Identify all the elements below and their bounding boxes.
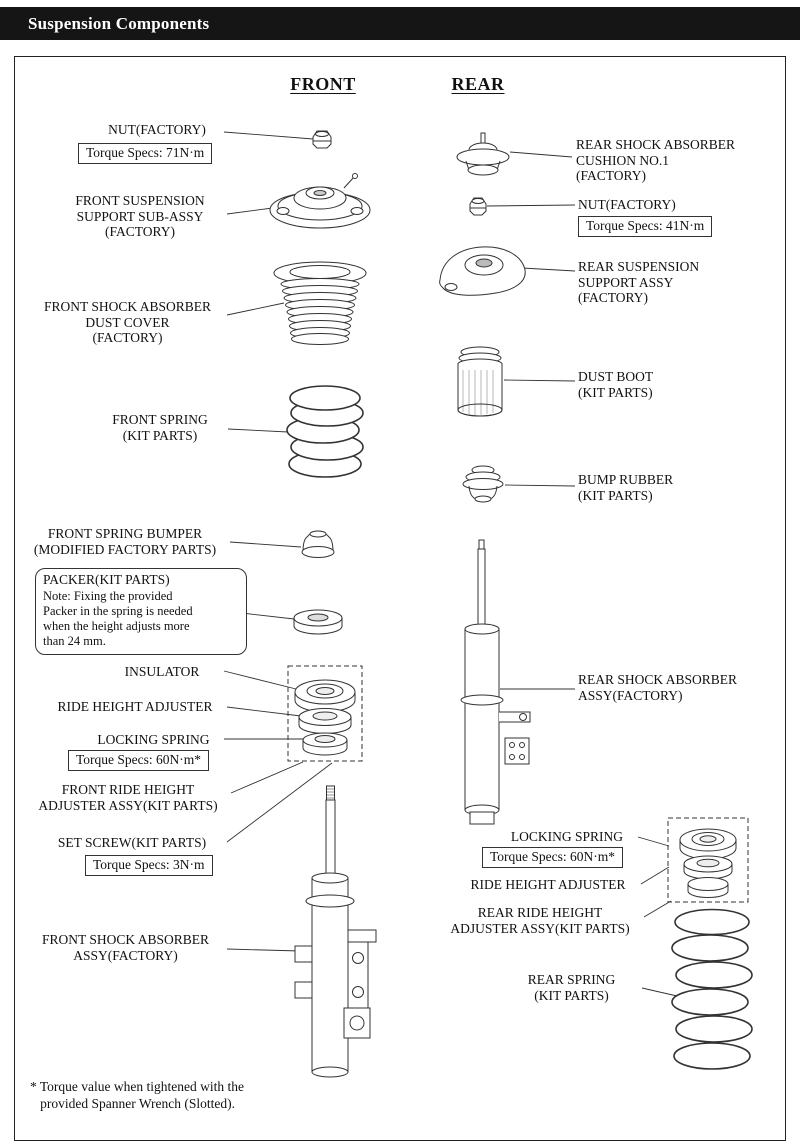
- front-spring-part: [286, 385, 364, 478]
- rear-suspension-support-label: REAR SUSPENSION SUPPORT ASSY (FACTORY): [578, 259, 700, 305]
- dust-boot-part: [457, 346, 503, 417]
- front-dust-cover-label: FRONT SHOCK ABSORBER DUST COVER (FACTORY…: [43, 299, 212, 345]
- front-column-heading: FRONT: [290, 74, 356, 94]
- rear-nut-torque-spec: Torque Specs: 41N·m: [578, 216, 713, 237]
- rear-locking-spring-label: LOCKING SPRING: [510, 829, 624, 844]
- front-locking-spring-label: LOCKING SPRING: [97, 732, 210, 747]
- front-shock-absorber-label: FRONT SHOCK ABSORBER ASSY(FACTORY): [41, 932, 210, 963]
- rear-shock-absorber-label: REAR SHOCK ABSORBER ASSY(FACTORY): [578, 672, 738, 703]
- front-shock-absorber-part: [294, 785, 377, 1078]
- set-screw-label: SET SCREW(KIT PARTS): [57, 835, 207, 850]
- rear-suspension-support-part: [439, 246, 526, 296]
- bump-rubber-label: BUMP RUBBER (KIT PARTS): [578, 472, 674, 503]
- set-screw-torque-spec: Torque Specs: 3N·m: [85, 855, 213, 876]
- rear-cushion-part: [456, 132, 510, 176]
- packer-title: PACKER(KIT PARTS): [43, 572, 170, 587]
- front-ride-height-adjuster-assy-part: [287, 665, 363, 762]
- page-title-bar: Suspension Components: [0, 7, 800, 40]
- packer-note-box: PACKER(KIT PARTS) Note: Fixing the provi…: [35, 568, 247, 655]
- front-spring-bumper-part: [301, 530, 335, 558]
- rear-nut-label: NUT(FACTORY): [578, 197, 676, 212]
- rear-shock-absorber-part: [460, 539, 531, 825]
- rear-ride-height-adjuster-label: RIDE HEIGHT ADJUSTER: [470, 877, 626, 892]
- front-dust-cover-part: [273, 261, 367, 345]
- dust-boot-label: DUST BOOT (KIT PARTS): [578, 369, 654, 400]
- rear-locking-spring-torque-spec: Torque Specs: 60N·m*: [482, 847, 624, 868]
- packer-part: [293, 609, 343, 635]
- rear-spring-part: [671, 908, 753, 1070]
- front-suspension-support-part: [269, 173, 371, 229]
- rear-spring-label: REAR SPRING (KIT PARTS): [527, 972, 616, 1003]
- front-nut-label: NUT(FACTORY): [108, 122, 206, 137]
- leader-lines: [223, 131, 678, 997]
- page-title: Suspension Components: [28, 13, 210, 33]
- rear-cushion-label: REAR SHOCK ABSORBER CUSHION NO.1 (FACTOR…: [576, 137, 736, 183]
- front-nut-torque-spec: Torque Specs: 71N·m: [78, 143, 213, 164]
- front-suspension-support-label: FRONT SUSPENSION SUPPORT SUB-ASSY (FACTO…: [75, 193, 205, 239]
- front-ride-height-adjuster-label: RIDE HEIGHT ADJUSTER: [57, 699, 213, 714]
- front-nut-part: [312, 130, 332, 149]
- insulator-label: INSULATOR: [124, 664, 200, 679]
- rear-nut-part: [469, 197, 487, 216]
- front-spring-label: FRONT SPRING (KIT PARTS): [112, 412, 208, 443]
- rear-ride-height-adjuster-assy-label: REAR RIDE HEIGHT ADJUSTER ASSY(KIT PARTS…: [450, 905, 630, 936]
- torque-footnote: * Torque value when tightened with the p…: [30, 1079, 245, 1111]
- packer-note: Note: Fixing the provided Packer in the …: [43, 589, 193, 648]
- front-locking-spring-torque-spec: Torque Specs: 60N·m*: [68, 750, 210, 771]
- rear-ride-height-adjuster-assy-part: [667, 817, 749, 903]
- front-spring-bumper-label: FRONT SPRING BUMPER (MODIFIED FACTORY PA…: [33, 526, 217, 557]
- bump-rubber-part: [462, 465, 504, 503]
- rear-column-heading: REAR: [451, 74, 505, 94]
- front-ride-height-adjuster-assy-label: FRONT RIDE HEIGHT ADJUSTER ASSY(KIT PART…: [38, 782, 218, 813]
